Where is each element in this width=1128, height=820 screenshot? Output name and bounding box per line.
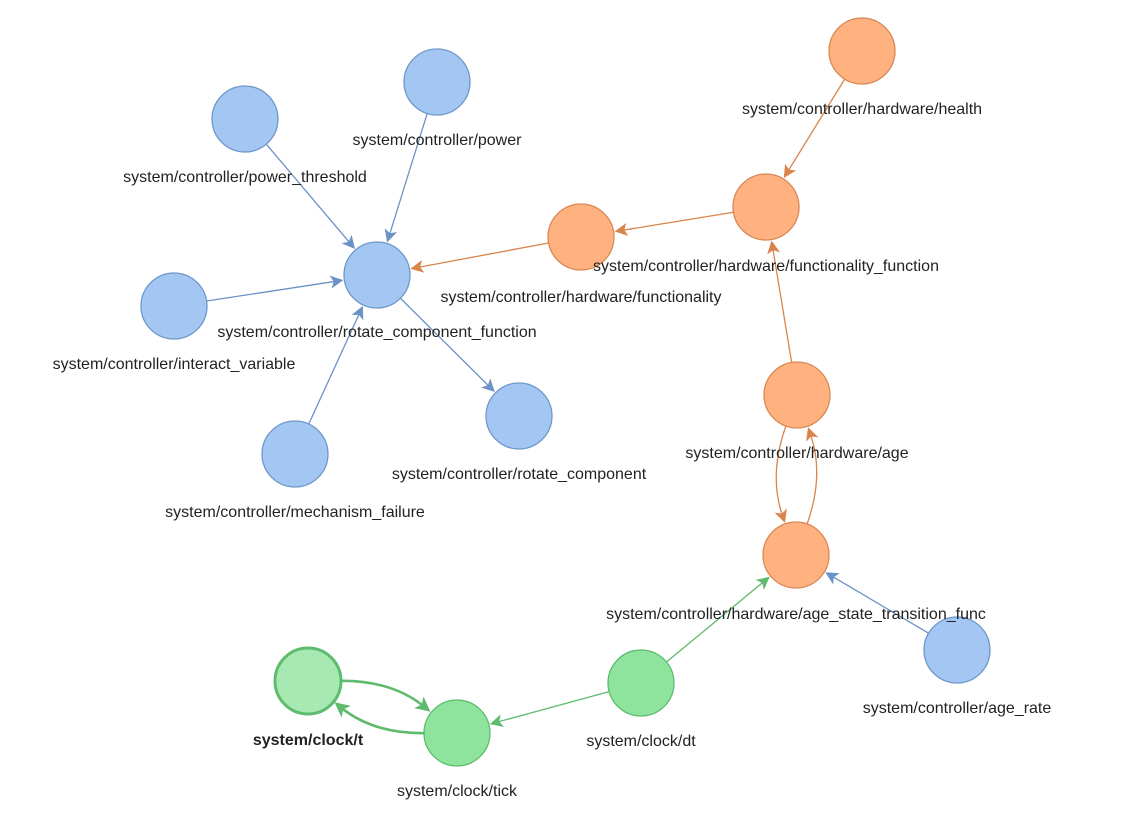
arrow-head-icon (341, 234, 356, 250)
arrow-head-icon (410, 260, 425, 273)
arrow-head-icon (767, 240, 781, 255)
edge-line (787, 78, 846, 172)
node-power[interactable] (403, 48, 471, 116)
node-label-functionality: system/controller/hardware/functionality (440, 289, 721, 306)
node-label-rotate-component: system/controller/rotate_component (392, 466, 647, 483)
edges-layer (206, 78, 929, 735)
node-label-rotate-component-function: system/controller/rotate_component_funct… (217, 324, 536, 341)
node-dt[interactable] (607, 649, 675, 717)
edge-dt-to-age_state_transition_func (666, 576, 770, 663)
arrow-head-icon (774, 508, 787, 523)
edge-line (806, 434, 818, 525)
node-age-state-transition-func[interactable] (762, 521, 830, 589)
edge-line (206, 280, 336, 302)
node-interact-variable[interactable] (140, 272, 208, 340)
edge-line (399, 297, 490, 388)
node-label-power: system/controller/power (353, 132, 523, 149)
edge-health-to-functionality_function (783, 78, 846, 179)
node-label-t: system/clock/t (253, 732, 364, 749)
node-t[interactable] (273, 646, 343, 716)
edge-tick-to-t (334, 702, 425, 735)
edge-functionality-to-rotate_component_function (410, 242, 549, 273)
node-label-tick: system/clock/tick (397, 783, 518, 800)
edge-age_state_transition_func-to-age (806, 427, 819, 525)
node-label-power-threshold: system/controller/power_threshold (123, 169, 367, 186)
edge-line (340, 679, 425, 708)
edge-dt-to-tick (489, 691, 610, 727)
arrow-head-icon (351, 305, 364, 321)
edge-line (340, 706, 425, 735)
edge-power-to-rotate_component_function (384, 113, 428, 243)
edge-line (666, 581, 765, 663)
arrow-head-icon (414, 696, 431, 712)
arrow-head-icon (334, 702, 351, 718)
node-label-dt: system/clock/dt (586, 733, 696, 750)
arrow-head-icon (384, 228, 398, 243)
node-rotate-component[interactable] (485, 382, 553, 450)
edge-functionality_function-to-functionality (614, 211, 734, 236)
node-label-age-state-transition-func: system/controller/hardware/age_state_tra… (606, 606, 986, 623)
edge-mechanism_failure-to-rotate_component_function (308, 305, 364, 425)
edge-rotate_component_function-to-rotate_component (399, 297, 495, 393)
node-label-functionality-function: system/controller/hardware/functionality… (593, 258, 939, 275)
arrow-head-icon (806, 427, 819, 442)
nodes-layer (140, 17, 991, 767)
node-functionality-function[interactable] (732, 173, 800, 241)
arrow-head-icon (329, 275, 344, 289)
edge-line (775, 425, 787, 516)
edge-line (622, 211, 734, 231)
node-age[interactable] (763, 361, 831, 429)
edge-line (308, 312, 361, 425)
arrow-head-icon (489, 714, 505, 727)
labels-layer: system/controller/power system/controller… (53, 101, 1052, 800)
node-health[interactable] (828, 17, 896, 85)
edge-line (265, 143, 351, 244)
edge-power_threshold-to-rotate_component_function (265, 143, 356, 250)
node-label-age: system/controller/hardware/age (685, 445, 908, 462)
node-functionality[interactable] (547, 203, 615, 271)
edge-line (772, 248, 793, 363)
node-tick[interactable] (423, 699, 491, 767)
edge-line (831, 575, 929, 634)
arrow-head-icon (825, 572, 840, 585)
node-label-age-rate: system/controller/age_rate (863, 700, 1052, 717)
arrow-head-icon (783, 163, 797, 179)
edge-age_rate-to-age_state_transition_func (825, 572, 929, 634)
edge-age-to-age_state_transition_func (774, 425, 787, 523)
node-power-threshold[interactable] (211, 85, 279, 153)
arrow-head-icon (614, 223, 629, 236)
edge-line (417, 242, 549, 268)
edge-interact_variable-to-rotate_component_function (206, 275, 344, 302)
node-label-mechanism-failure: system/controller/mechanism_failure (165, 504, 425, 521)
node-age-rate[interactable] (923, 616, 991, 684)
edge-t-to-tick (340, 679, 431, 712)
node-mechanism-failure[interactable] (261, 420, 329, 488)
edge-line (388, 113, 428, 236)
arrow-head-icon (481, 378, 495, 393)
arrow-head-icon (755, 576, 770, 590)
edge-age-to-functionality_function (767, 240, 793, 363)
node-label-health: system/controller/hardware/health (742, 101, 982, 118)
edge-line (497, 691, 610, 723)
node-rotate-component-function[interactable] (343, 241, 411, 309)
node-label-interact-variable: system/controller/interact_variable (53, 356, 296, 373)
